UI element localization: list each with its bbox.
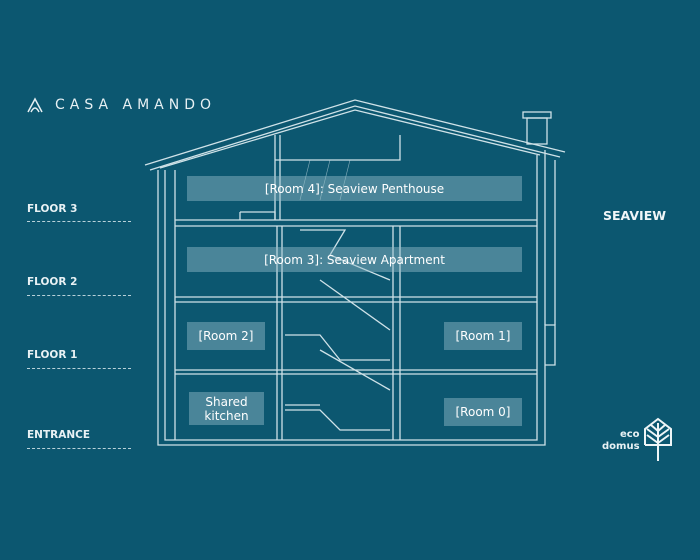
- eco-domus-logo: eco domus: [602, 429, 640, 453]
- floor-label-3: FLOOR 3: [27, 203, 78, 215]
- floor-divider: [27, 295, 131, 296]
- floor-divider: [27, 368, 131, 369]
- leaf-house-icon: [644, 417, 672, 461]
- floor-divider: [27, 221, 131, 222]
- domus-text: domus: [602, 441, 640, 452]
- eco-text: eco: [619, 429, 640, 440]
- floor-label-2: FLOOR 2: [27, 276, 78, 288]
- floor-divider: [27, 448, 131, 449]
- shared-kitchen[interactable]: Shared kitchen: [189, 392, 264, 425]
- floor-label-entrance: ENTRANCE: [27, 429, 90, 441]
- seaview-label: SEAVIEW: [603, 208, 667, 223]
- floor-label-1: FLOOR 1: [27, 349, 78, 361]
- brand-logo: CASA AMANDO: [27, 97, 216, 113]
- room-0[interactable]: [Room 0]: [444, 398, 522, 426]
- room-3-apartment[interactable]: [Room 3]: Seaview Apartment: [187, 247, 522, 272]
- brand-name: CASA AMANDO: [55, 97, 217, 113]
- arch-icon: [27, 97, 43, 113]
- room-2[interactable]: [Room 2]: [187, 322, 265, 350]
- room-4-penthouse[interactable]: [Room 4]: Seaview Penthouse: [187, 176, 522, 201]
- room-1[interactable]: [Room 1]: [444, 322, 522, 350]
